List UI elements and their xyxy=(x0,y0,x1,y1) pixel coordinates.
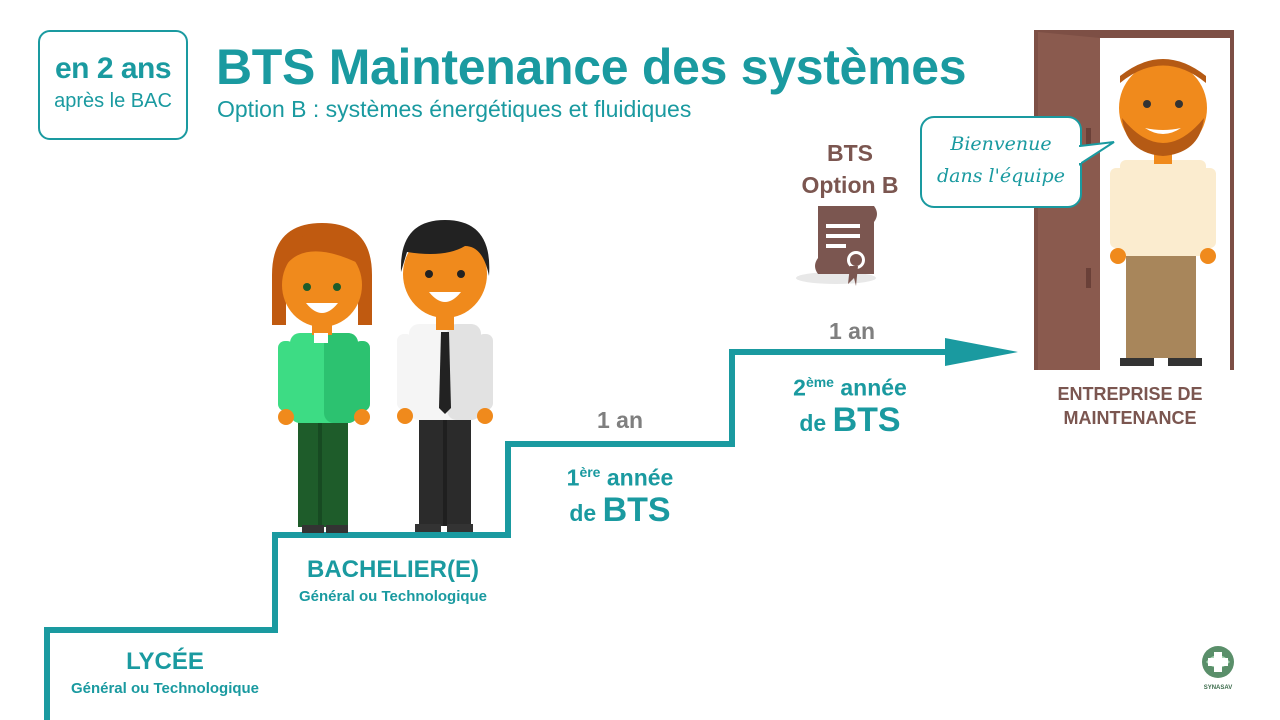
year1-bts: BTS xyxy=(602,490,671,529)
speech-tail-icon xyxy=(1078,141,1115,166)
synasav-logo-icon xyxy=(1202,646,1234,678)
synasav-logo: SYNASAV xyxy=(1196,644,1240,691)
year2-sup: ème xyxy=(805,374,834,390)
badge-duration: en 2 ans xyxy=(54,52,172,85)
page-title: BTS Maintenance des systèmes xyxy=(216,39,967,95)
speech-line-1: Bienvenue xyxy=(950,133,1052,155)
company-line-2: MAINTENANCE xyxy=(1063,408,1197,428)
duration-badge: en 2 ans après le BAC xyxy=(38,30,188,140)
year2-ordinal: 2 xyxy=(793,374,806,401)
diploma-icon xyxy=(796,206,877,286)
year1-word: année xyxy=(606,464,674,491)
synasav-logo-text: SYNASAV xyxy=(1203,685,1233,691)
year2-de: de xyxy=(799,409,827,436)
year2-word: année xyxy=(840,374,907,401)
year2-duration: 1 an xyxy=(828,318,876,344)
diploma-line-1: BTS xyxy=(827,140,873,166)
step-bachelier-title: BACHELIER(E) xyxy=(307,556,479,583)
year1-de: de xyxy=(569,499,597,526)
year1-duration: 1 an xyxy=(596,407,644,433)
speech-line-2: dans l'équipe xyxy=(937,165,1065,187)
company-label: ENTREPRISE DE MAINTENANCE xyxy=(1040,382,1220,430)
step-lycee-title: LYCÉE xyxy=(126,648,204,675)
female-student-figure xyxy=(272,223,372,533)
staircase-line xyxy=(44,349,960,720)
step-lycee: LYCÉE Général ou Technologique xyxy=(40,648,290,697)
page-subtitle: Option B : systèmes énergétiques et flui… xyxy=(217,96,692,122)
arrow-head-icon xyxy=(945,338,1018,366)
year1-ordinal: 1 xyxy=(566,464,580,491)
diploma-label: BTS Option B xyxy=(780,137,920,201)
badge-after-bac: après le BAC xyxy=(54,90,172,112)
step-year1: 1ère année de BTS xyxy=(530,456,710,529)
year2-bts: BTS xyxy=(832,400,901,439)
employee-figure xyxy=(1110,59,1216,366)
step-bachelier: BACHELIER(E) Général ou Technologique xyxy=(268,556,518,605)
male-student-figure xyxy=(397,220,493,532)
year1-sup: ère xyxy=(579,464,601,480)
diploma-line-2: Option B xyxy=(801,172,899,198)
step-year2: 2ème année de BTS xyxy=(760,366,940,439)
company-line-1: ENTREPRISE DE xyxy=(1057,384,1203,404)
step-lycee-sub: Général ou Technologique xyxy=(70,680,260,697)
step-bachelier-sub: Général ou Technologique xyxy=(298,588,488,605)
welcome-speech-bubble: Bienvenue dans l'équipe xyxy=(920,116,1082,208)
